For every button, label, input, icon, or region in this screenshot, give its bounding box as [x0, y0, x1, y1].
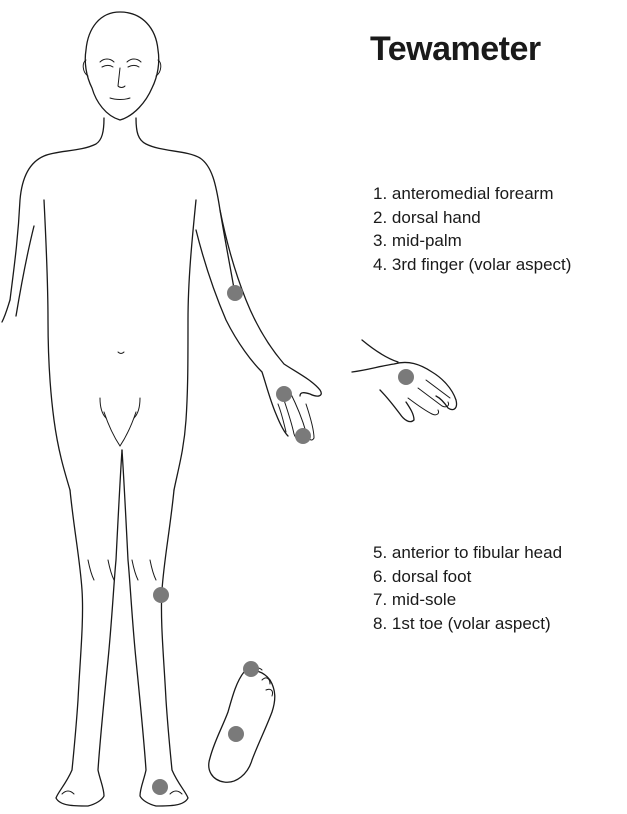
right-side-arm-outline: [196, 210, 321, 440]
torso-outline: [10, 118, 236, 490]
sole-site-marker: [228, 726, 244, 742]
toe-site-marker: [243, 661, 259, 677]
dorsal-foot-site-marker: [152, 779, 168, 795]
head-outline: [83, 12, 161, 120]
finger-site-marker: [295, 428, 311, 444]
fibular-head-site-marker: [153, 587, 169, 603]
forearm-site-marker: [227, 285, 243, 301]
hand-detail-site-marker: [398, 369, 414, 385]
detached-foot-outline: [209, 668, 275, 782]
dorsal-hand-site-marker: [276, 386, 292, 402]
left-side-arm-outline: [2, 226, 34, 322]
legs-outline: [56, 450, 188, 806]
